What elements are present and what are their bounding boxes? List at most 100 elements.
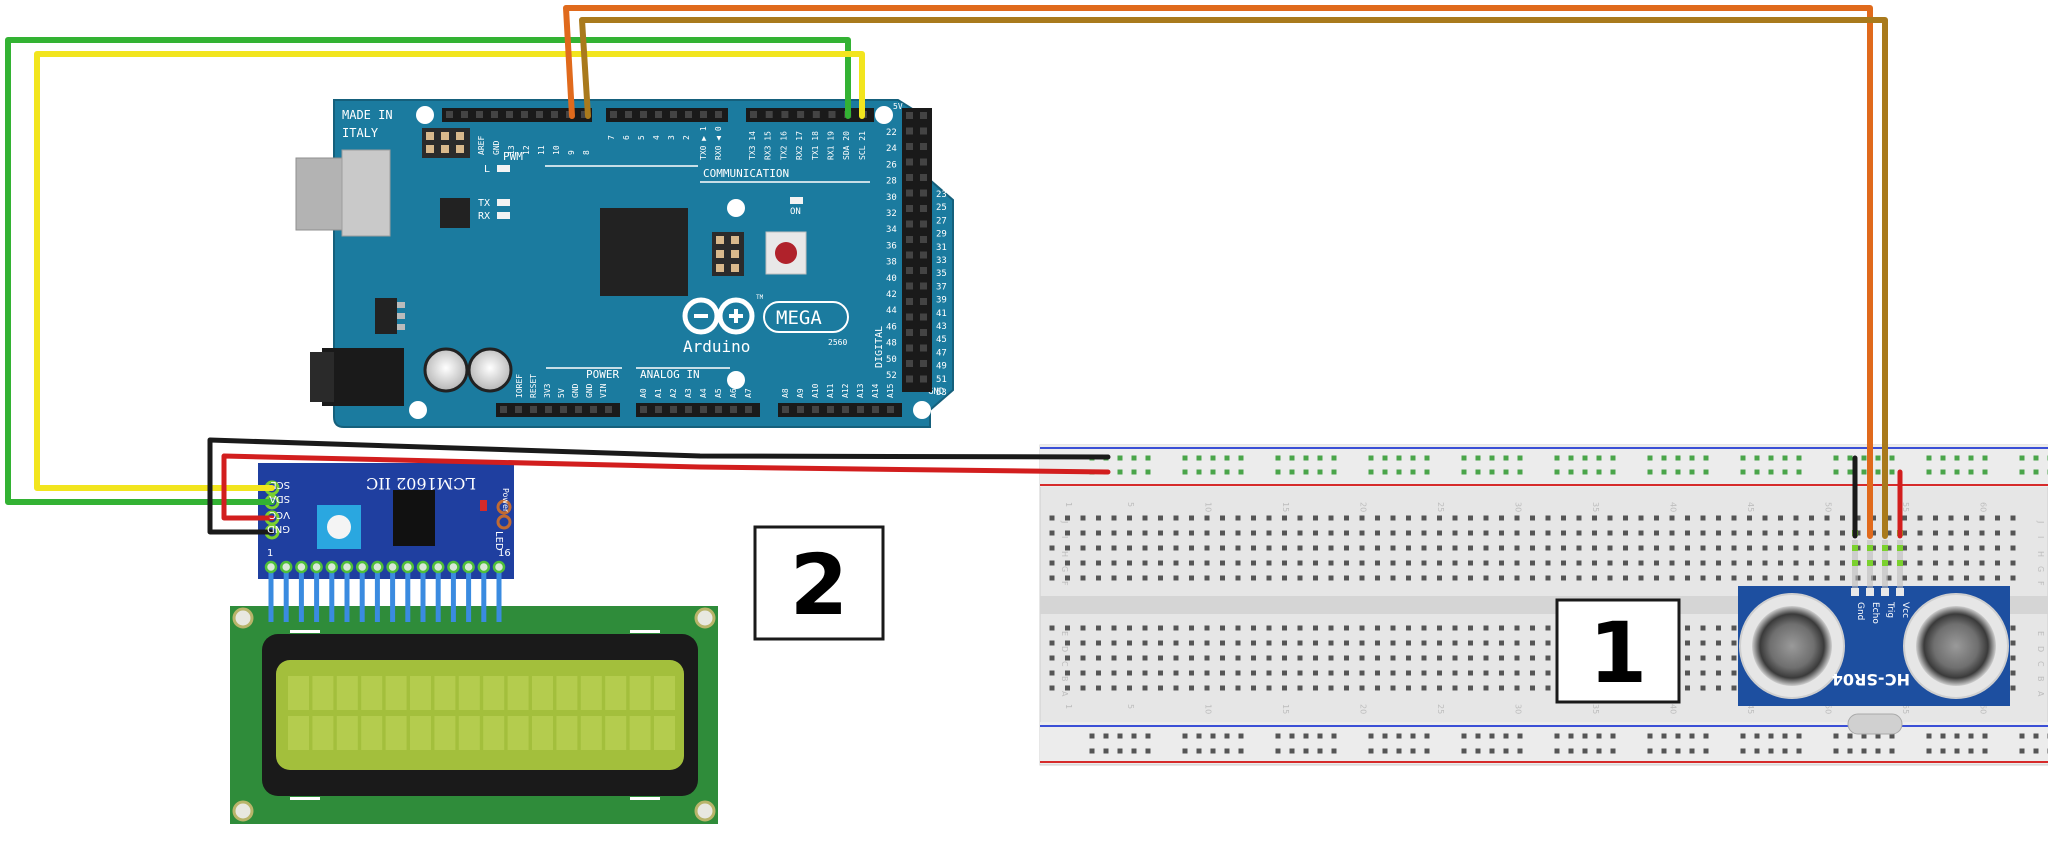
wire-brown-echo	[579, 17, 1888, 539]
bb-hole	[1995, 515, 2000, 521]
bb-hole	[1049, 625, 1055, 631]
pin-label: 24	[886, 144, 897, 154]
pin-label: 5	[637, 135, 646, 140]
rail-hole	[1596, 733, 1602, 739]
bb-hole	[1096, 685, 1101, 691]
bb-hole	[1406, 515, 1411, 521]
bb-hole	[1964, 560, 1969, 566]
bb-hole	[1685, 515, 1690, 521]
bb-hole	[1096, 515, 1101, 521]
bb-hole	[1933, 560, 1938, 566]
rail-hole	[1610, 733, 1616, 739]
bb-hole	[1545, 670, 1551, 676]
bb-hole	[1297, 545, 1303, 551]
bb-hole	[1251, 670, 1256, 676]
bb-hole	[1421, 545, 1427, 551]
rail-hole	[1889, 469, 1895, 475]
bb-hole	[1080, 655, 1086, 661]
bb-hole	[1700, 640, 1706, 646]
pin-label: 29	[936, 230, 947, 240]
bb-hole	[1483, 655, 1489, 661]
bb-hole	[1545, 515, 1551, 521]
column-numbers: 1155101015152020252530303535404045455050…	[1064, 502, 1988, 714]
pin-label: 53	[936, 388, 947, 398]
bb-hole	[1592, 515, 1597, 521]
bb-hole	[1669, 545, 1675, 551]
bb-hole	[1452, 655, 1458, 661]
bb-hole	[1266, 530, 1272, 536]
bb-hole	[1297, 515, 1303, 521]
bb-hole	[1173, 625, 1179, 631]
rail-hole	[1782, 748, 1788, 754]
bb-hole	[1793, 560, 1799, 566]
rail-hole	[2019, 469, 2025, 475]
bb-hole	[1545, 625, 1551, 631]
bb-hole	[1344, 575, 1349, 581]
bb-hole	[1979, 545, 1985, 551]
bb-hole	[1917, 515, 1923, 521]
rail-hole	[1461, 748, 1467, 754]
rail-hole	[1145, 733, 1151, 739]
bb-hole	[1514, 670, 1520, 676]
rail-hole	[1289, 733, 1295, 739]
rail-hole	[1661, 455, 1667, 461]
rail-hole	[1382, 748, 1388, 754]
rail-hole	[1847, 733, 1853, 739]
rail-hole	[1410, 455, 1416, 461]
bb-hole	[1266, 640, 1272, 646]
column-number: 1	[1064, 502, 1073, 507]
pin-label: 42	[886, 290, 897, 300]
bb-hole	[1344, 515, 1349, 521]
rail-hole	[1782, 733, 1788, 739]
pin-label: 28	[886, 177, 897, 187]
pin-label: 46	[886, 322, 897, 332]
row-letter: A	[1060, 691, 1069, 697]
pin-label: A12	[841, 383, 850, 398]
pin-label: A0	[639, 388, 648, 398]
bb-hole	[1220, 515, 1225, 521]
bb-hole	[1731, 530, 1737, 536]
column-number: 10	[1204, 704, 1213, 714]
rail-hole	[1796, 733, 1802, 739]
bb-hole	[1328, 625, 1334, 631]
bb-hole	[1483, 640, 1489, 646]
row-letter: A	[2036, 691, 2045, 697]
pin-label: SCL 21	[858, 131, 867, 160]
bb-hole	[1607, 530, 1613, 536]
mount-hole	[416, 106, 434, 124]
rail-hole	[1368, 748, 1374, 754]
pin-label: 2	[682, 135, 691, 140]
column-number: 40	[1669, 704, 1678, 714]
bb-hole	[1173, 575, 1179, 581]
bb-hole	[1731, 575, 1737, 581]
column-number: 45	[1746, 704, 1755, 714]
rail-hole	[1875, 455, 1881, 461]
bb-hole	[1654, 530, 1659, 536]
bb-hole	[1421, 625, 1427, 631]
pin-label: 3	[667, 135, 676, 140]
bb-hole	[1452, 515, 1458, 521]
bb-hole	[1762, 575, 1768, 581]
bb-hole	[1173, 515, 1179, 521]
rail-hole	[1517, 455, 1523, 461]
rail-hole	[1582, 455, 1588, 461]
rail-hole	[1210, 455, 1216, 461]
bb-hole	[1933, 515, 1938, 521]
gnd-label: GND	[492, 140, 501, 155]
bb-hole	[1421, 655, 1427, 661]
bb-hole	[1313, 560, 1318, 566]
pin-label: 13	[507, 145, 516, 155]
bb-hole	[1499, 685, 1504, 691]
rail-hole	[1317, 455, 1323, 461]
bb-hole	[1700, 560, 1706, 566]
rail-hole	[1768, 455, 1774, 461]
bb-hole	[1886, 545, 1892, 551]
bb-hole	[1282, 670, 1287, 676]
header-pwm-top-2	[606, 108, 728, 122]
bb-hole	[1871, 515, 1876, 521]
row-letter: E	[2036, 631, 2045, 636]
bb-hole	[1530, 560, 1535, 566]
rail-hole	[1238, 748, 1244, 754]
